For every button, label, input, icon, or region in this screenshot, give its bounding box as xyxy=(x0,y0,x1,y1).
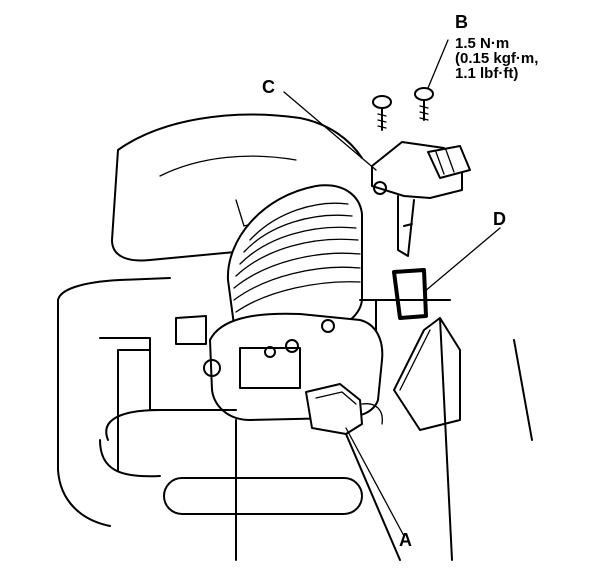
callout-d-label: D xyxy=(493,209,506,229)
leader-lines xyxy=(283,39,501,537)
intake-duct xyxy=(226,184,363,341)
gasket xyxy=(392,268,428,320)
torque-spec-line-2: (0.15 kgf·m, xyxy=(455,50,539,67)
callout-b-label: B xyxy=(455,12,468,32)
connector xyxy=(305,383,383,435)
torque-spec-line-3: 1.1 lbf·ft) xyxy=(455,65,519,82)
callout-c-label: C xyxy=(262,77,275,97)
engine-cover xyxy=(57,113,363,471)
torque-spec: 1.5 N·m (0.15 kgf·m, 1.1 lbf·ft) xyxy=(455,36,538,81)
side-box xyxy=(359,299,533,561)
callout-a-label: A xyxy=(399,530,412,550)
bolts xyxy=(372,87,434,131)
lower-cover xyxy=(57,409,401,561)
torque-spec-line-1: 1.5 N·m xyxy=(455,35,510,52)
sensor xyxy=(371,141,471,257)
